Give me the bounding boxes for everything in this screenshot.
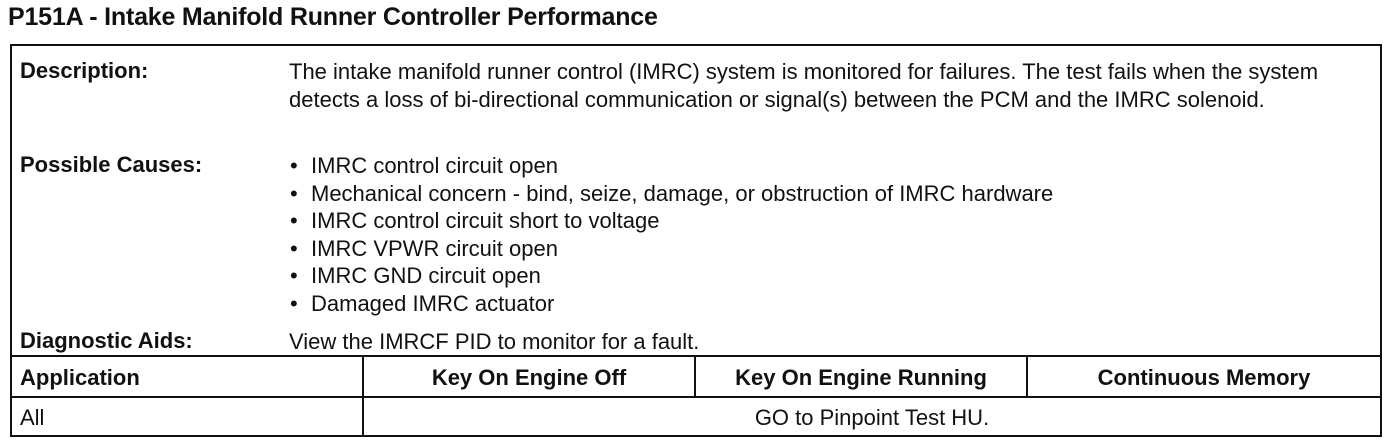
grid-divider-vertical [362, 357, 364, 437]
bullet-icon: • [290, 263, 298, 288]
diagnostic-aids-text: View the IMRCF PID to monitor for a faul… [289, 329, 700, 354]
description-text: The intake manifold runner control (IMRC… [289, 59, 1319, 112]
header-application: Application [20, 365, 140, 390]
list-item: • Damaged IMRC actuator [289, 290, 1360, 318]
cause-text: Damaged IMRC actuator [311, 290, 555, 316]
cause-text: IMRC GND circuit open [311, 263, 541, 288]
application-grid: Application Key On Engine Off Key On Eng… [12, 355, 1380, 437]
list-item: • IMRC control circuit short to voltage [289, 207, 1360, 235]
cause-text: IMRC VPWR circuit open [311, 235, 558, 261]
grid-divider-vertical [1026, 357, 1028, 396]
bullet-icon: • [290, 208, 298, 233]
page-title: P151A - Intake Manifold Runner Controlle… [8, 3, 658, 31]
list-item: • IMRC control circuit open [289, 152, 1360, 180]
grid-divider-horizontal [12, 396, 1380, 398]
header-key-on-engine-running: Key On Engine Running [735, 365, 987, 390]
bullet-icon: • [290, 235, 298, 261]
list-item: • IMRC VPWR circuit open [289, 235, 1360, 263]
list-item: • Mechanical concern - bind, seize, damag… [289, 180, 1360, 208]
dtc-info-table: Description: The intake manifold runner … [10, 44, 1382, 437]
cause-text: Mechanical concern - bind, seize, damage… [311, 180, 1054, 206]
grid-divider-vertical [694, 357, 696, 396]
bullet-icon: • [290, 180, 298, 206]
description-label: Description: [20, 58, 149, 83]
possible-causes-list: • IMRC control circuit open • Mechanical c… [289, 152, 1360, 317]
header-continuous-memory: Continuous Memory [1097, 365, 1311, 390]
bullet-icon: • [290, 153, 298, 178]
cause-text: IMRC control circuit short to voltage [311, 208, 660, 233]
header-key-on-engine-off: Key On Engine Off [431, 365, 627, 390]
cause-text: IMRC control circuit open [311, 153, 558, 178]
possible-causes-label: Possible Causes: [20, 152, 203, 177]
application-value: All [20, 405, 45, 430]
list-item: • IMRC GND circuit open [289, 262, 1360, 290]
diagnostic-aids-label: Diagnostic Aids: [20, 328, 193, 353]
pinpoint-test-instruction: GO to Pinpoint Test HU. [754, 405, 990, 430]
bullet-icon: • [290, 290, 298, 316]
